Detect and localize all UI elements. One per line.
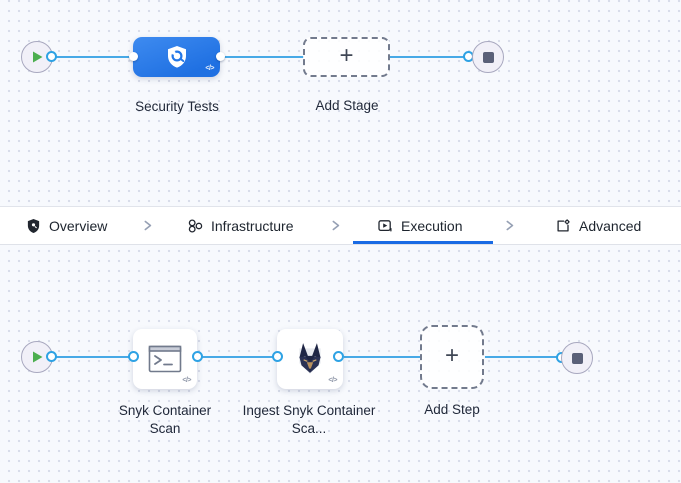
stop-icon [482, 51, 494, 63]
step-node-snyk-container-scan[interactable]: </> [133, 329, 197, 389]
connector-line [344, 356, 422, 358]
connector-line [53, 56, 135, 58]
yaml-code-icon: </> [328, 377, 337, 384]
step-in-port [128, 351, 139, 362]
step-out-port [333, 351, 344, 362]
stage-config-tabbar: Overview Infrastructure [0, 206, 681, 245]
tab-overview[interactable]: Overview [26, 207, 107, 244]
connector-line [53, 356, 135, 358]
start-out-port [46, 351, 57, 362]
chevron-right-icon [503, 207, 516, 244]
step-node-label: Ingest Snyk Container Sca... [242, 403, 376, 436]
stop-icon [571, 352, 583, 364]
execution-play-icon [377, 218, 393, 234]
tab-label: Execution [401, 217, 463, 234]
connector-line [485, 356, 563, 358]
yaml-code-icon: </> [205, 65, 214, 72]
snyk-doberman-icon [299, 343, 321, 374]
security-shield-icon [167, 46, 186, 68]
stage-node-security-tests[interactable]: </> [133, 37, 220, 77]
play-icon [32, 51, 42, 63]
chevron-right-icon [141, 207, 154, 244]
pipeline-end-node [472, 41, 504, 73]
stage-in-port [129, 52, 138, 61]
stage-out-port [216, 52, 225, 61]
step-in-port [272, 351, 283, 362]
stage-node-label: Security Tests [135, 99, 219, 114]
run-step-terminal-icon [148, 345, 182, 373]
start-out-port [46, 51, 57, 62]
yaml-code-icon: </> [182, 377, 191, 384]
connector-line [198, 356, 279, 358]
add-stage-button[interactable]: + [303, 37, 390, 77]
step-flow-end-node [561, 342, 593, 374]
tab-label: Infrastructure [211, 217, 294, 234]
step-out-port [192, 351, 203, 362]
step-node-ingest-snyk[interactable]: </> [277, 329, 343, 389]
shield-icon [26, 218, 41, 234]
tab-label: Advanced [579, 217, 642, 234]
connector-line [390, 56, 467, 58]
add-step-button[interactable]: + [420, 325, 484, 389]
chevron-right-icon [329, 207, 342, 244]
add-stage-label: Add Stage [315, 98, 379, 113]
plus-icon: + [339, 42, 354, 69]
advanced-gear-icon [555, 218, 571, 234]
infrastructure-cluster-icon [187, 218, 203, 234]
connector-line [220, 56, 304, 58]
tab-label: Overview [49, 217, 108, 234]
step-node-label: Snyk Container Scan [118, 403, 212, 436]
tab-execution[interactable]: Execution [377, 207, 462, 244]
tab-infrastructure[interactable]: Infrastructure [187, 207, 293, 244]
active-tab-underline [353, 241, 493, 244]
tab-advanced[interactable]: Advanced [555, 207, 641, 244]
play-icon [32, 351, 42, 363]
plus-icon: + [444, 342, 459, 369]
add-step-label: Add Step [424, 402, 480, 417]
